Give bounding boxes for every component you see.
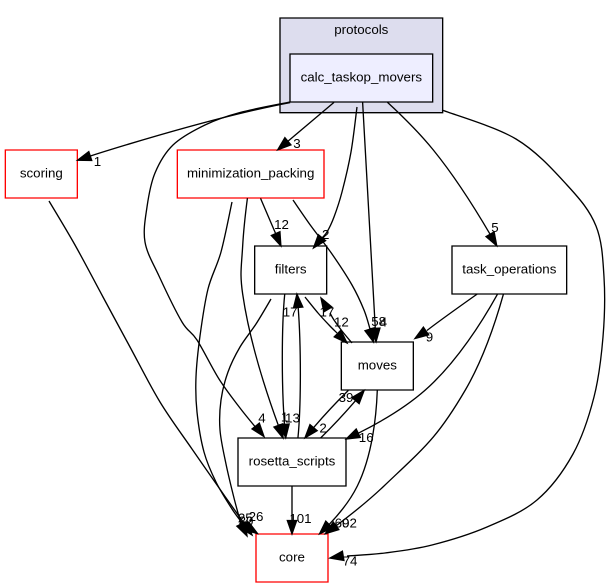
svg-text:4: 4	[258, 410, 266, 425]
svg-text:58: 58	[371, 313, 386, 328]
svg-text:minimization_packing: minimization_packing	[187, 165, 314, 180]
svg-text:60: 60	[335, 515, 350, 530]
svg-text:39: 39	[339, 390, 354, 405]
svg-text:2: 2	[322, 226, 329, 241]
svg-text:2: 2	[319, 420, 326, 435]
svg-text:9: 9	[426, 329, 433, 344]
svg-text:74: 74	[343, 553, 358, 568]
svg-text:16: 16	[359, 430, 374, 445]
svg-text:30: 30	[239, 513, 254, 528]
svg-text:12: 12	[334, 314, 349, 329]
svg-text:rosetta_scripts: rosetta_scripts	[249, 453, 336, 468]
svg-text:17: 17	[319, 304, 334, 319]
svg-text:12: 12	[274, 217, 289, 232]
svg-text:protocols: protocols	[334, 21, 388, 36]
svg-text:1: 1	[94, 153, 101, 168]
svg-text:moves: moves	[358, 357, 398, 372]
svg-text:4: 4	[380, 314, 388, 329]
svg-text:13: 13	[285, 410, 300, 425]
svg-text:scoring: scoring	[20, 165, 63, 180]
svg-text:17: 17	[283, 304, 298, 319]
svg-text:task_operations: task_operations	[462, 261, 556, 276]
svg-text:filters: filters	[275, 261, 307, 276]
svg-text:26: 26	[249, 509, 264, 524]
svg-text:3: 3	[293, 135, 300, 150]
svg-text:92: 92	[342, 515, 357, 530]
svg-text:5: 5	[491, 220, 498, 235]
svg-text:calc_taskop_movers: calc_taskop_movers	[301, 69, 423, 84]
svg-text:101: 101	[289, 511, 311, 526]
svg-text:core: core	[279, 549, 305, 564]
